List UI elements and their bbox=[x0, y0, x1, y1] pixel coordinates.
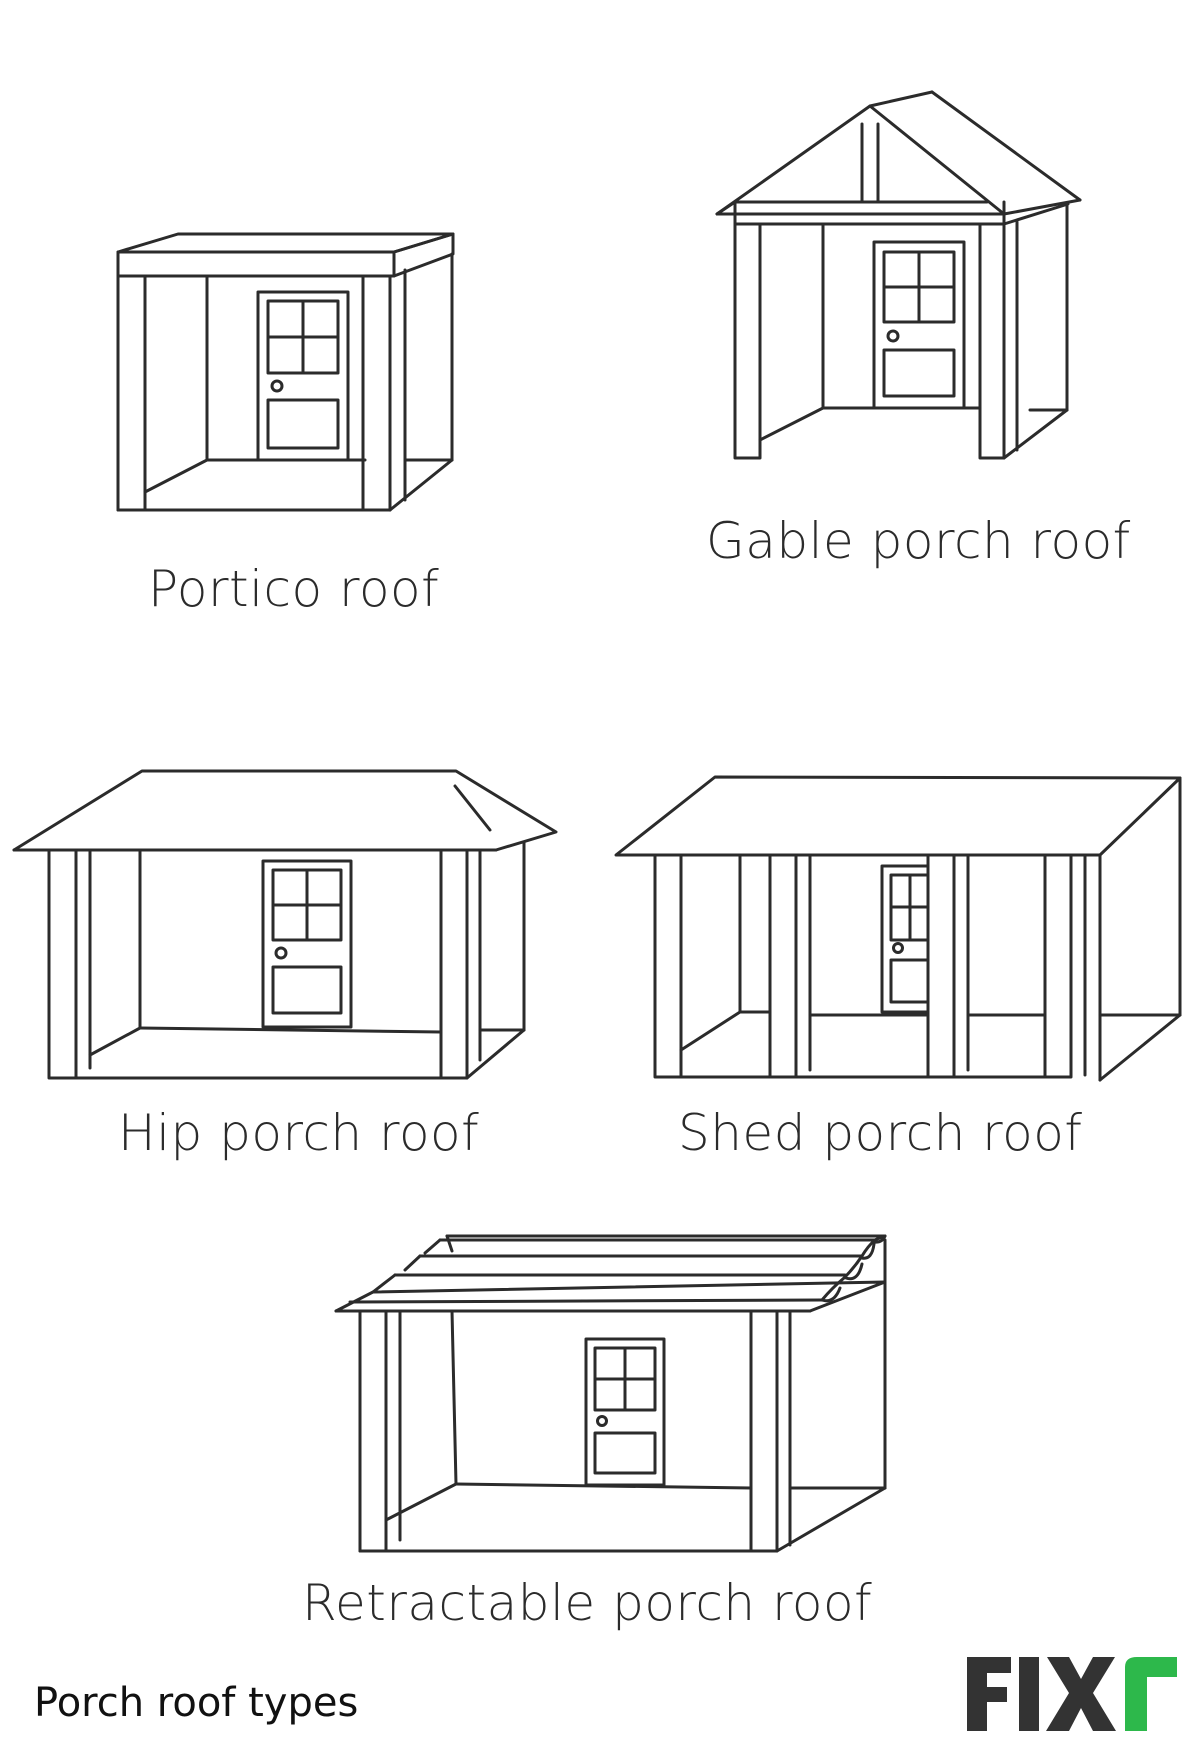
figure-caption: Porch roof types bbox=[34, 1680, 359, 1726]
fixr-logo bbox=[967, 1657, 1177, 1731]
door-icon bbox=[872, 240, 966, 410]
gable-roof-drawing bbox=[715, 90, 1082, 460]
retractable-roof-drawing bbox=[334, 1234, 887, 1553]
door-icon bbox=[261, 859, 353, 1029]
label-hip-porch-roof: Hip porch roof bbox=[118, 1104, 480, 1162]
door-icon bbox=[584, 1337, 666, 1487]
door-icon bbox=[256, 290, 350, 462]
hip-roof-drawing bbox=[12, 769, 558, 1080]
door-icon bbox=[880, 864, 930, 1014]
label-retractable-porch-roof: Retractable porch roof bbox=[302, 1574, 873, 1632]
label-portico-roof: Portico roof bbox=[148, 560, 440, 618]
label-gable-porch-roof: Gable porch roof bbox=[706, 512, 1131, 570]
shed-roof-drawing bbox=[614, 775, 1182, 1082]
portico-roof-drawing bbox=[116, 232, 455, 512]
label-shed-porch-roof: Shed porch roof bbox=[678, 1104, 1083, 1162]
